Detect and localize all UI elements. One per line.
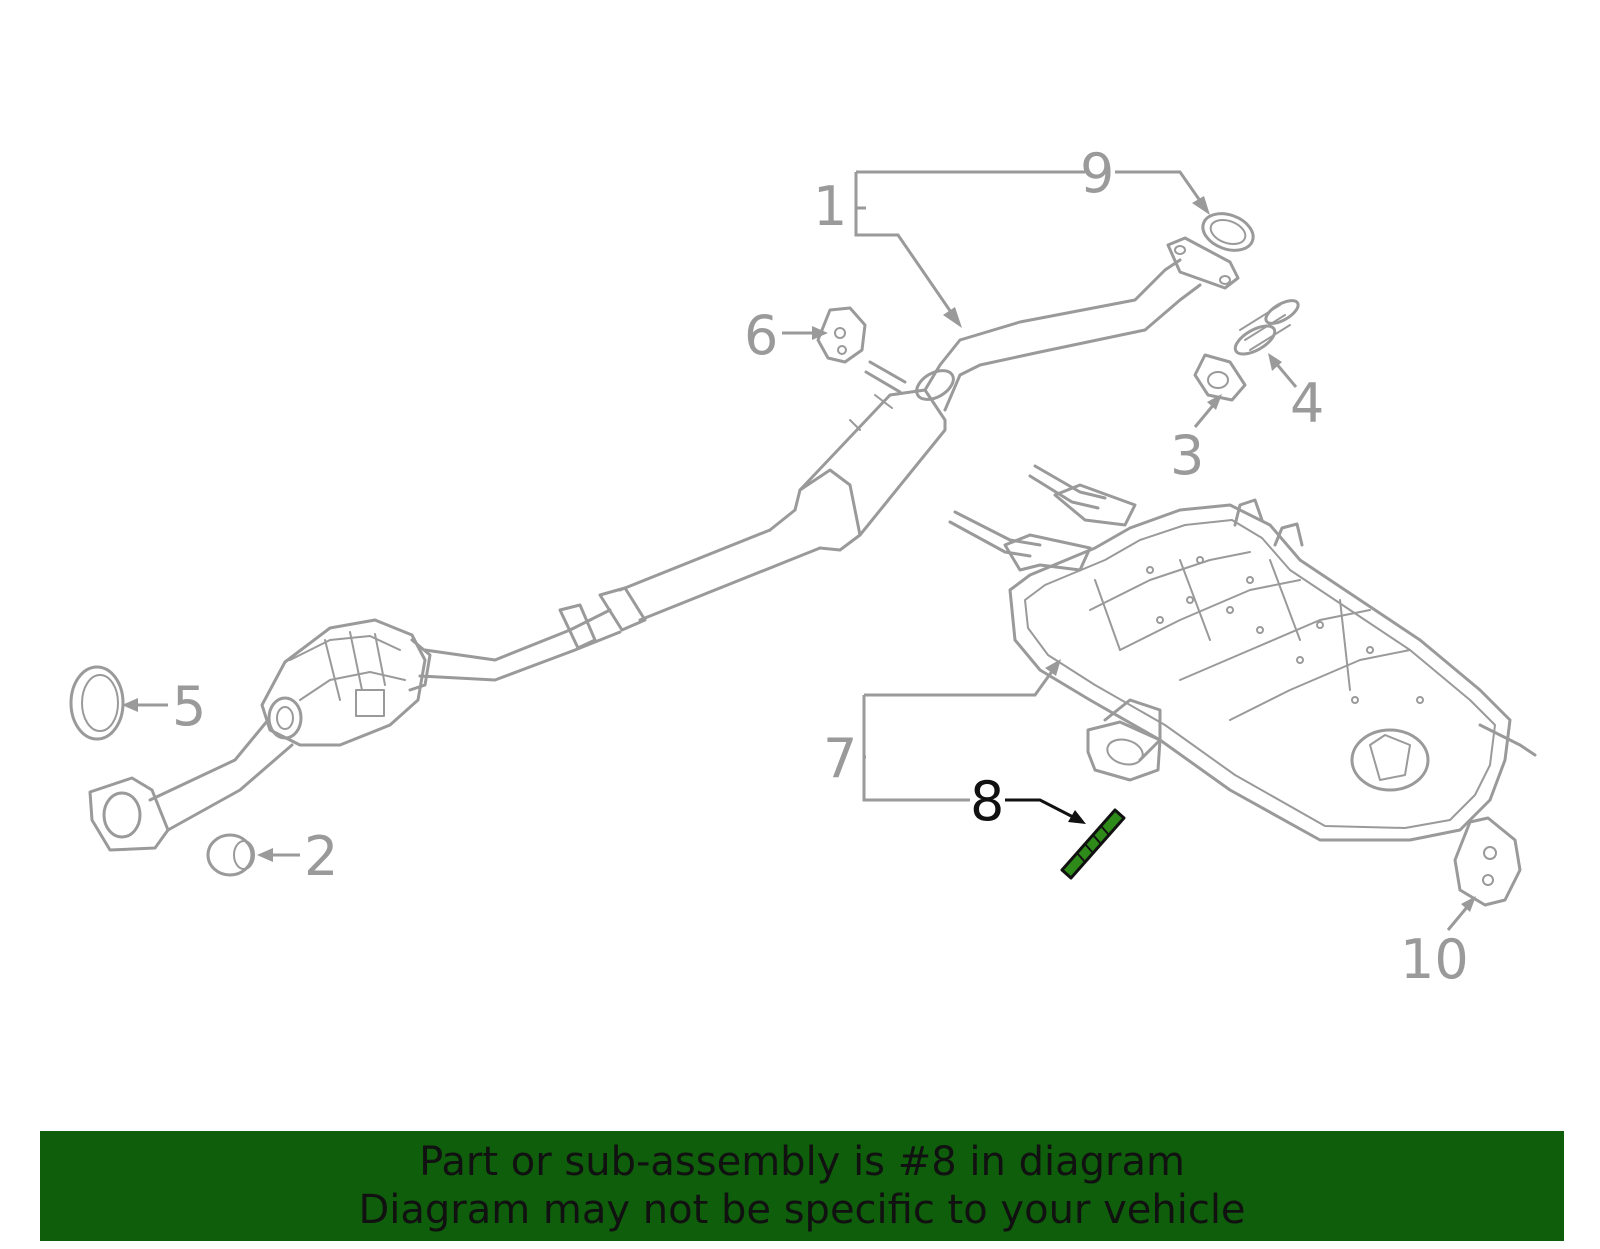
part-2-nut <box>206 833 255 877</box>
part-9-gasket <box>1201 212 1255 252</box>
part-8-stud <box>1060 808 1126 880</box>
part-info-banner: Part or sub-assembly is #8 in diagram Di… <box>40 1131 1564 1241</box>
leader-lines <box>122 170 1476 931</box>
callout-4: 4 <box>1290 372 1324 435</box>
callout-3: 3 <box>1170 424 1204 487</box>
center-pipe-resonator <box>768 236 1240 562</box>
callout-9: 9 <box>1080 142 1114 205</box>
part-10-hanger <box>1453 816 1522 907</box>
callout-1: 1 <box>813 175 847 238</box>
banner-line-1: Part or sub-assembly is #8 in diagram <box>419 1139 1185 1185</box>
part-7-muffler <box>948 464 1537 842</box>
callout-2: 2 <box>304 825 338 888</box>
callout-8: 8 <box>970 770 1004 833</box>
callout-10: 10 <box>1400 928 1469 991</box>
callout-7: 7 <box>823 727 857 790</box>
part-6-hanger <box>816 306 867 364</box>
front-pipe-catalytic-converter <box>88 528 792 852</box>
part-4-spring <box>1233 299 1300 356</box>
part-3-nut <box>1193 353 1247 402</box>
part-5-gasket <box>69 665 125 741</box>
banner-line-2: Diagram may not be specific to your vehi… <box>358 1187 1246 1233</box>
callout-5: 5 <box>172 675 206 738</box>
callout-6: 6 <box>744 304 778 367</box>
